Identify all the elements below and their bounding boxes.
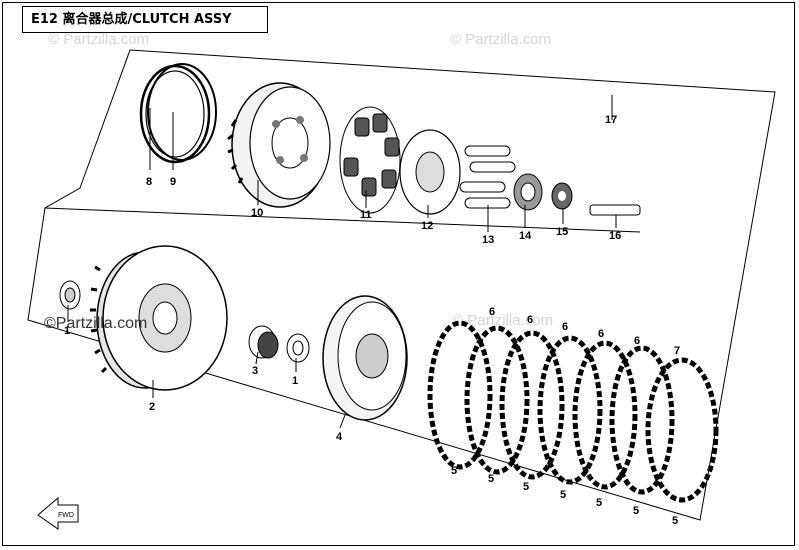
callout-6d: 6 [598, 328, 604, 340]
callout-1-left: 1 [64, 325, 70, 337]
callout-6e: 6 [634, 335, 640, 347]
callout-5c: 5 [523, 481, 529, 493]
callout-13: 13 [482, 234, 494, 246]
friction-plates-stack [427, 320, 719, 503]
callout-11: 11 [360, 209, 372, 221]
callout-5f: 5 [633, 505, 639, 517]
thrust-washer-left [59, 280, 81, 310]
callout-2: 2 [149, 401, 155, 413]
bolts-part [459, 145, 516, 209]
retaining-ring-parts [139, 63, 217, 164]
callout-15: 15 [556, 226, 568, 238]
callout-3: 3 [252, 365, 258, 377]
watermark-top-left: © Partzilla.com [48, 31, 149, 48]
callout-9: 9 [170, 176, 176, 188]
callout-5g: 5 [672, 515, 678, 527]
callout-14: 14 [519, 230, 532, 242]
callout-7: 7 [674, 345, 680, 357]
callout-6c: 6 [562, 321, 568, 333]
lifter-plate-part [399, 129, 461, 215]
separator-line [44, 207, 641, 233]
push-rod-part [589, 204, 641, 216]
primary-gear-part [227, 82, 331, 208]
callout-5e: 5 [596, 497, 602, 509]
callout-8: 8 [146, 176, 152, 188]
callout-16: 16 [609, 230, 621, 242]
watermark-top-right: © Partzilla.com [450, 31, 551, 48]
callout-5a: 5 [451, 465, 457, 477]
clutch-springs-part [339, 106, 401, 214]
clutch-housing-part [90, 245, 228, 391]
clutch-center-part [322, 295, 408, 421]
bearing-part [513, 173, 543, 211]
diagram-title: E12 离合器总成/CLUTCH ASSY [22, 6, 268, 33]
callout-1-right: 1 [292, 375, 298, 387]
callout-6b: 6 [527, 314, 533, 326]
leader-lines [67, 95, 617, 429]
callout-12: 12 [421, 220, 433, 232]
fwd-label: FWD [58, 512, 74, 519]
callout-6a: 6 [489, 306, 495, 318]
assembly-outline [27, 49, 776, 521]
callout-5b: 5 [488, 473, 494, 485]
collar-part [248, 325, 279, 359]
fwd-arrow-icon: FWD [37, 496, 79, 530]
washer-part [551, 182, 573, 210]
watermark-main: ©Partzilla.com [44, 315, 147, 332]
callout-17: 17 [605, 114, 617, 126]
callout-4: 4 [336, 431, 343, 443]
watermark-mid: © Partzilla.com [452, 312, 553, 329]
callout-5d: 5 [560, 489, 566, 501]
thrust-washer-right [286, 333, 310, 363]
callout-10: 10 [251, 207, 263, 219]
